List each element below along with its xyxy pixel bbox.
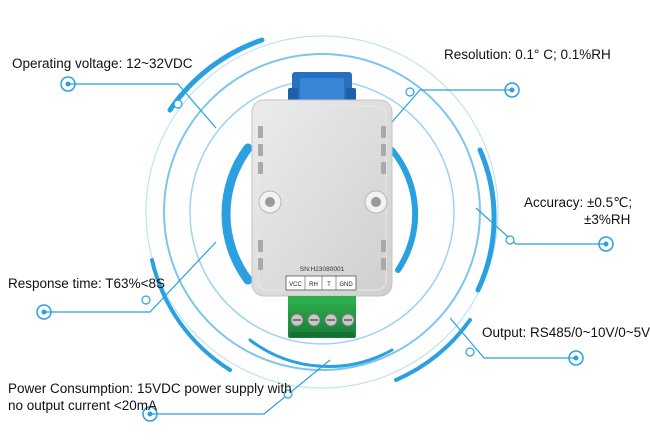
spec-power-line2: no output current <20mA xyxy=(8,398,157,413)
callout-resolution xyxy=(391,82,520,123)
spec-power-consumption: Power Consumption: 15VDC power supply wi… xyxy=(8,380,292,414)
terminal-label: RH xyxy=(309,282,318,288)
terminal-label: GND xyxy=(339,282,353,288)
decorative-rings xyxy=(145,35,499,389)
spec-accuracy: Accuracy: ±0.5℃; ±3%RH xyxy=(524,194,632,228)
callout-output xyxy=(449,317,584,366)
vent-slots-right xyxy=(381,126,386,270)
callout-operating-voltage xyxy=(60,76,217,129)
vent-slots-left xyxy=(258,126,263,270)
spec-accuracy-line1: Accuracy: ±0.5℃; xyxy=(524,195,633,210)
spec-output: Output: RS485/0~10V/0~5V xyxy=(482,325,650,340)
mounting-holes xyxy=(258,190,388,214)
spec-response-time: Response time: T63%<8S xyxy=(8,276,165,291)
callout-power xyxy=(142,359,331,422)
callout-response-time xyxy=(36,241,217,320)
spec-operating-voltage: Operating voltage: 12~32VDC xyxy=(12,56,193,71)
spec-accuracy-line2: ±3%RH xyxy=(584,212,631,227)
terminal-label: VCC xyxy=(289,282,302,288)
spec-power-line1: Power Consumption: 15VDC power supply wi… xyxy=(8,381,292,396)
terminal-block xyxy=(288,296,356,338)
terminal-label-strip: VCC RH T GND xyxy=(285,275,357,291)
terminal-label: T xyxy=(327,282,331,288)
serial-number-label: SN:H23080001 xyxy=(300,266,345,273)
spec-resolution: Resolution: 0.1° C; 0.1%RH xyxy=(444,47,611,62)
callout-accuracy xyxy=(475,207,614,252)
